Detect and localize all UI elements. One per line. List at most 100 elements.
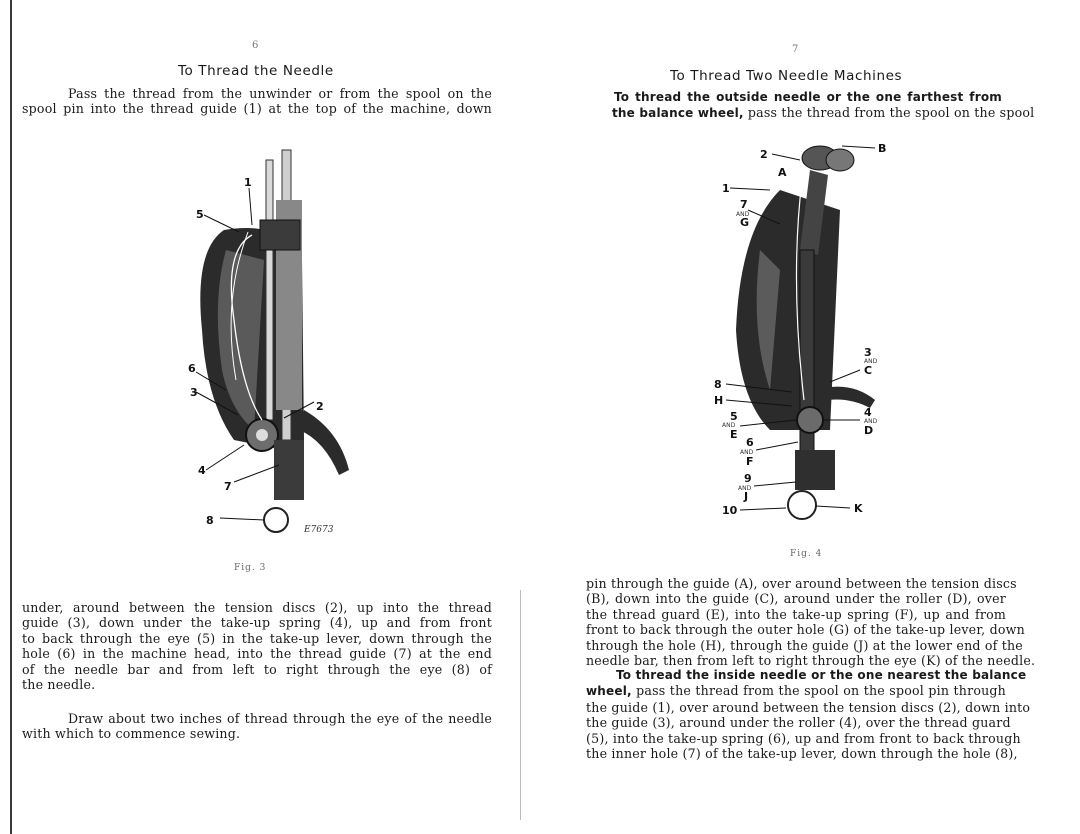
machine-highlight [756, 250, 780, 390]
fig4-label: 3 [864, 346, 872, 359]
page-number: 7 [792, 44, 799, 55]
text-line: Draw about two inches of thread through … [68, 711, 492, 726]
fig4-label: C [864, 364, 872, 377]
inside-heading-cont: wheel, [586, 684, 632, 699]
fig4-label: G [740, 216, 749, 229]
text-line: hole (6) in the machine head, into the t… [22, 646, 492, 662]
tension-roller [796, 406, 824, 434]
tension-disc-center [256, 429, 268, 441]
text-line: the balance wheel, pass the thread from … [612, 105, 1034, 121]
thread-path [795, 179, 805, 401]
fig4-label: B [878, 142, 886, 155]
fig3-label: 6 [188, 362, 196, 375]
text-line: the needle. [22, 677, 96, 693]
fig4-label: AND [740, 449, 754, 456]
body-paragraph: under, around between the tension discs … [22, 600, 492, 692]
thread-path [230, 234, 263, 421]
fig3-label: 7 [224, 480, 232, 493]
text-line: with which to commence sewing. [22, 726, 241, 742]
text-line: under, around between the tension discs … [22, 600, 492, 615]
sub-heading-cont: the balance wheel, [612, 106, 744, 121]
inside-tail: pass the thread from the spool on the sp… [631, 683, 1006, 699]
plate-number: E7673 [303, 525, 334, 535]
text-line: the guide (3), around under the roller (… [586, 715, 1011, 731]
fig4-label: J [743, 490, 748, 503]
figure-caption: Fig. 3 [234, 563, 267, 573]
right-page: 7 To Thread Two Needle Machines To threa… [540, 0, 1080, 834]
text-line: through the hole (H), through the guide … [586, 637, 1023, 653]
presser-foot [795, 450, 835, 490]
page-title: To Thread the Needle [178, 63, 334, 79]
fig4-label: H [714, 394, 723, 407]
roller-arm [816, 386, 875, 408]
fig4-label: D [864, 424, 873, 437]
text-line: the thread guard (E), into the take-up s… [586, 606, 1006, 622]
page-edge [10, 0, 12, 834]
fig3-label: 2 [316, 400, 324, 413]
sub-heading-tail: pass the thread from the spool on the sp… [743, 105, 1035, 121]
fig4-label: 5 [730, 410, 738, 423]
fig4-label: 7 [740, 198, 748, 211]
needle-bar [799, 249, 815, 471]
fig3-label: 8 [206, 514, 214, 527]
fig3-label: 1 [244, 176, 252, 189]
text-line: (5), into the take-up spring (6), up and… [586, 730, 1021, 746]
text-line: to back through the eye (5) in the take-… [22, 630, 492, 646]
left-page: 6 To Thread the Needle Pass the thread f… [14, 0, 530, 834]
figure-3-illustration: 1 5 6 3 2 4 7 8 E7673 [188, 149, 349, 535]
fig3-label: 5 [196, 208, 204, 221]
gutter-shadow [520, 590, 521, 820]
fig4-label: F [746, 455, 754, 468]
fig4-label: K [854, 502, 863, 515]
text-line: the inner hole (7) of the take-up lever,… [586, 746, 1018, 762]
text-line: of the needle bar and from left to right… [22, 661, 492, 677]
text-line: Pass the thread from the unwinder or fro… [68, 86, 492, 101]
sub-heading-paragraph: To thread the outside needle or the one … [612, 90, 1034, 122]
text-line: (B), down into the guide (C), around und… [586, 591, 1006, 607]
fig4-label: 9 [744, 472, 752, 485]
closing-paragraph: Draw about two inches of thread through … [22, 711, 492, 742]
fig4-label: 4 [864, 406, 872, 419]
presser-foot [274, 440, 304, 500]
machine-highlight [217, 250, 264, 430]
text-line: the guide (1), over around between the t… [586, 699, 1031, 715]
figure-4-illustration: 2 A B 1 7 AND G 3 AND C 8 H 5 AND E 4 AN… [714, 142, 886, 520]
take-up-lever [800, 170, 828, 255]
feed-dog [787, 490, 817, 520]
intro-paragraph: Pass the thread from the unwinder or fro… [22, 86, 492, 117]
fig3-label: 3 [190, 386, 198, 399]
sub-heading: To thread the outside needle or the one … [614, 90, 1002, 104]
fig4-label: E [730, 428, 738, 441]
fig4-label: 2 [760, 148, 768, 161]
fig4-label: A [778, 166, 787, 179]
fig4-label: AND [736, 211, 750, 218]
text-line: wheel, pass the thread from the spool on… [586, 683, 1006, 699]
thread-guide-block [259, 219, 301, 251]
fig4-label: AND [864, 358, 878, 365]
tension-disc-b2 [825, 148, 855, 172]
body-paragraph: pin through the guide (A), over around b… [586, 576, 1036, 669]
text-line: needle bar, then from left to right thro… [586, 653, 1036, 669]
fig3-label: 4 [198, 464, 206, 477]
text-line: pin through the guide (A), over around b… [586, 576, 1017, 591]
thread-path-2 [230, 231, 249, 381]
fig4-label: AND [738, 485, 752, 492]
fig4-label: AND [864, 418, 878, 425]
figure-caption: Fig. 4 [790, 549, 823, 559]
fig4-label: 8 [714, 378, 722, 391]
take-up-lever [299, 410, 349, 475]
needle-eye [263, 507, 289, 533]
needle-bar [265, 159, 274, 421]
text-line: guide (3), down under the take-up spring… [22, 615, 492, 631]
text-line: spool pin into the thread guide (1) at t… [22, 101, 492, 117]
fig4-label: 1 [722, 182, 730, 195]
page-number: 6 [252, 40, 259, 51]
text-line: front to back through the outer hole (G)… [586, 622, 1025, 638]
inside-needle-paragraph: To thread the inside needle or the one n… [586, 668, 1031, 762]
fig4-label: 6 [746, 436, 754, 449]
fig4-label: AND [722, 422, 736, 429]
page-title: To Thread Two Needle Machines [670, 68, 903, 84]
fig4-label: 10 [722, 504, 738, 517]
inside-heading: To thread the inside needle or the one n… [616, 668, 1027, 682]
